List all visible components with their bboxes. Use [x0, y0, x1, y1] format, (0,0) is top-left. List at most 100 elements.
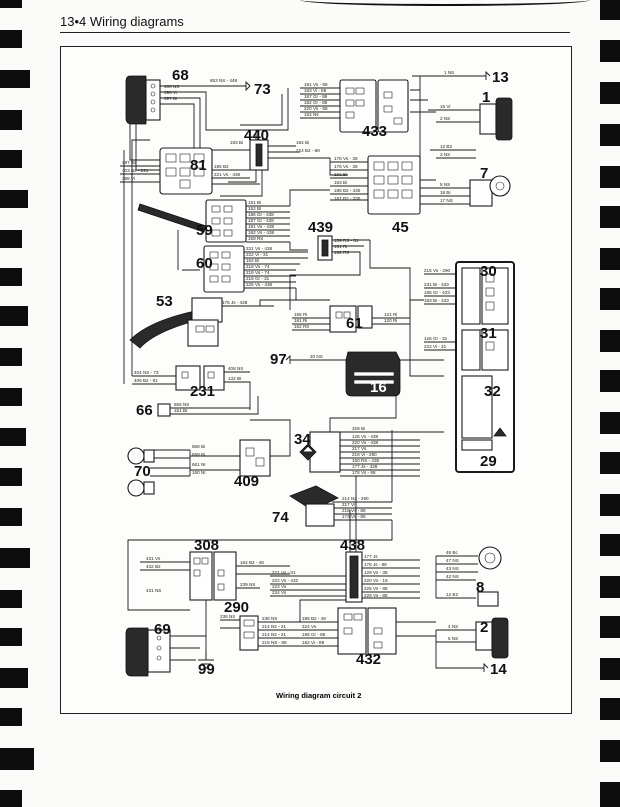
- wire-label: 187 Gr - 438: [248, 218, 274, 223]
- wire-label: 159 RS - 31: [334, 238, 359, 243]
- wire-label: 192 Bi: [296, 140, 309, 145]
- wire-label: 175 Js - 438: [222, 300, 248, 305]
- wire-label: 328 Bi: [352, 426, 365, 431]
- wire-label: 4 NS: [448, 624, 458, 629]
- wire-label: 408 NS: [228, 366, 243, 371]
- wire-label: 221 Vs - 81: [272, 570, 296, 575]
- component-438-connector: [345, 551, 363, 603]
- wire-label: 185 Gr - 433: [424, 290, 450, 295]
- wire-label: 400 NS: [164, 84, 179, 89]
- wire-label: 187 Gr - 88: [304, 94, 328, 99]
- wire-label: 220 Vs - 18: [364, 578, 388, 583]
- wire-label: 151 Bi: [248, 200, 261, 205]
- label-34: 34: [294, 431, 311, 448]
- page-header: 13•4 Wiring diagrams: [60, 14, 184, 29]
- wire-label: 218 Vs - 74: [246, 264, 270, 269]
- wire-label: 181 Vs - 438: [248, 224, 274, 229]
- wire-label: 404 NS - 73: [134, 370, 159, 375]
- wire-label: 152 RS: [294, 324, 309, 329]
- component-74-switch: [289, 485, 339, 527]
- wire-label: 214 N2 - 290: [342, 496, 369, 501]
- wire-label: 238 NS: [262, 616, 277, 621]
- wire-label: 221 Vs - 438: [214, 172, 240, 177]
- label-69: 69: [154, 621, 171, 638]
- wire-label: 214 N2 - 31: [262, 632, 286, 637]
- terminal-arrows: [245, 70, 491, 672]
- wire-label: 431 Vs: [146, 556, 161, 561]
- component-308-connector: [189, 551, 237, 601]
- wire-label: 126 Gr - 31: [424, 336, 448, 341]
- wire-labels: 653 NS - 448 400 NS 398 Vi 397 BI 181 Vs…: [122, 70, 459, 645]
- wire-label: 182 Vi - 88: [302, 640, 325, 645]
- wire-label: 5 NS: [440, 182, 450, 187]
- wire-label: 191 Bi: [334, 172, 347, 177]
- wire-label: 398 Vi: [122, 176, 135, 181]
- label-70: 70: [134, 463, 151, 480]
- component-53-stalk-switch: [129, 297, 223, 349]
- wire-label: 224 B2 - 88: [296, 148, 320, 153]
- wire-label: 186 Gr - 438: [248, 212, 274, 217]
- wire-label: 48 Bc: [446, 550, 458, 555]
- component-439-connector: [317, 235, 333, 261]
- component-1-switch: [479, 97, 513, 141]
- wire-label: 659 Bi: [192, 452, 205, 457]
- label-81: 81: [190, 157, 207, 174]
- component-66-unit: [157, 403, 171, 417]
- wire-label: 150 RS - 438: [352, 458, 380, 463]
- component-290-connector: [239, 615, 259, 651]
- wire-label: 42 NS: [446, 574, 459, 579]
- wire-label: 182 Gr - 88: [304, 100, 328, 105]
- wire-label: 43 NS: [446, 566, 459, 571]
- label-13: 13: [492, 69, 509, 86]
- wire-label: 151 BI: [174, 408, 187, 413]
- label-61: 61: [346, 315, 363, 332]
- label-73: 73: [254, 81, 271, 98]
- wire-label: 661 NI: [192, 462, 206, 467]
- wire-label: 126 Vs - 438: [352, 434, 378, 439]
- wire-label: 223 Vs: [272, 584, 287, 589]
- wire-label: 1 NS: [444, 70, 454, 75]
- component-16-unit: [345, 351, 401, 397]
- wire-label: 2 NS: [440, 116, 450, 121]
- wire-label: 160 NI: [192, 470, 206, 475]
- wire-label: 182 Vs - 438: [248, 230, 274, 235]
- component-231-switch: [175, 365, 225, 391]
- page-curl-edge: [300, 0, 590, 6]
- wire-label: 161 Ri: [334, 244, 347, 249]
- label-68: 68: [172, 67, 189, 84]
- component-7-unit: [469, 175, 511, 207]
- wire-label: 183 Vi - 88: [304, 88, 327, 93]
- component-432-connector: [337, 607, 397, 655]
- wire-label: 220 Vs - 438: [352, 440, 378, 445]
- wire-bundles: [120, 75, 486, 669]
- component-70-bulbs: [127, 447, 155, 497]
- wire-label: 162 Bi: [246, 258, 259, 263]
- label-99: 99: [198, 661, 215, 678]
- wire-label: 17 NS: [440, 198, 453, 203]
- wire-label: 132 BI: [228, 376, 241, 381]
- label-231: 231: [190, 383, 215, 400]
- wire-label: 224 Vs: [272, 590, 287, 595]
- wire-label: 218 Gr - 31: [246, 276, 270, 281]
- component-34-switch: [299, 431, 341, 473]
- component-2-switch: [475, 617, 509, 659]
- label-32: 32: [484, 383, 501, 400]
- wire-label: 187 B2 - 330: [334, 196, 361, 201]
- component-409-relay: [239, 439, 271, 477]
- label-2: 2: [480, 619, 488, 636]
- wire-label: 12 B2: [440, 144, 452, 149]
- wire-label: 214 N2 - 31: [262, 624, 286, 629]
- wire-label: 220 Vs - 88: [304, 106, 328, 111]
- label-66: 66: [136, 402, 153, 419]
- wire-label: 155 Ri: [294, 312, 307, 317]
- wire-label: 215 NS - 88: [262, 640, 287, 645]
- label-29: 29: [480, 453, 497, 470]
- wire-label: 162 B2 - 48: [240, 560, 264, 565]
- component-99-ground: [198, 650, 214, 669]
- wire-label: 219 Vs - 74: [246, 270, 270, 275]
- wire-label: 221 Vs - 438: [246, 246, 272, 251]
- label-439: 439: [308, 219, 333, 236]
- wire-label: 653 NS - 448: [210, 78, 238, 83]
- label-440: 440: [244, 127, 269, 144]
- wire-label: 120 Ri: [384, 318, 397, 323]
